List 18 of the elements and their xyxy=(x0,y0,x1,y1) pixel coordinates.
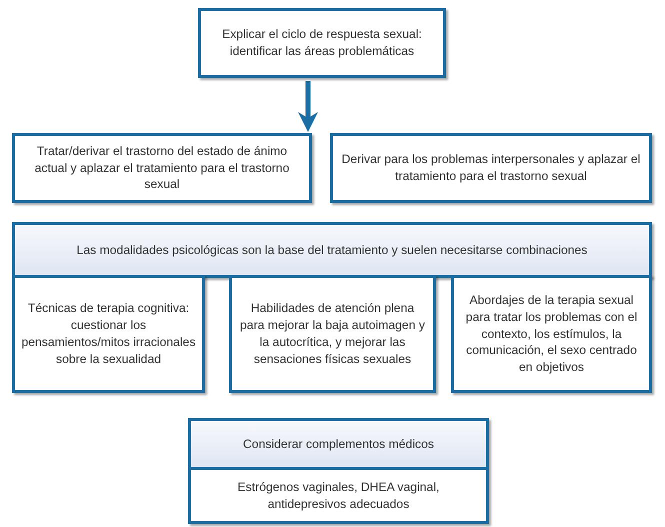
process-box xyxy=(198,8,446,78)
box-text: Explicar el ciclo de respuesta sexual: identificar las áreas problemáticas xyxy=(222,27,422,58)
process-box xyxy=(12,133,312,203)
two-part-box xyxy=(188,418,489,524)
box-text: Las modalidades psicológicas son la base del tratamiento y suelen necesitarse combinaciones xyxy=(76,242,588,257)
box-text: Estrógenos vaginales, DHEA vaginal, antidepresivos adecuados xyxy=(236,478,440,512)
header-band xyxy=(12,222,652,278)
process-box xyxy=(451,275,652,393)
process-box xyxy=(330,133,652,203)
box-text: Técnicas de terapia cognitiva: cuestionar los pensamientos/mitos irracionales sobre la sexualidad xyxy=(21,301,196,366)
box-text: Abordajes de la terapia sexual para tratar los problemas con el contexto, los estímulos, la comunicación, el sexo centrado en objetivos xyxy=(466,292,638,374)
arrow xyxy=(298,81,318,132)
box-heading: Considerar complementos médicos xyxy=(242,436,434,452)
process-box xyxy=(12,275,205,393)
box-text: Habilidades de atención plena para mejorar la baja autoimagen y la autocrítica, y mejorar las sensaciones físicas sexuales xyxy=(240,301,425,366)
box-text: Tratar/derivar el trastorno del estado de ánimo actual y aplazar el tratamiento para el trastorno sexual xyxy=(34,144,290,192)
process-box xyxy=(229,275,436,393)
box-text: Derivar para los problemas interpersonales y aplazar el tratamiento para el trastorno sexual xyxy=(342,152,640,183)
